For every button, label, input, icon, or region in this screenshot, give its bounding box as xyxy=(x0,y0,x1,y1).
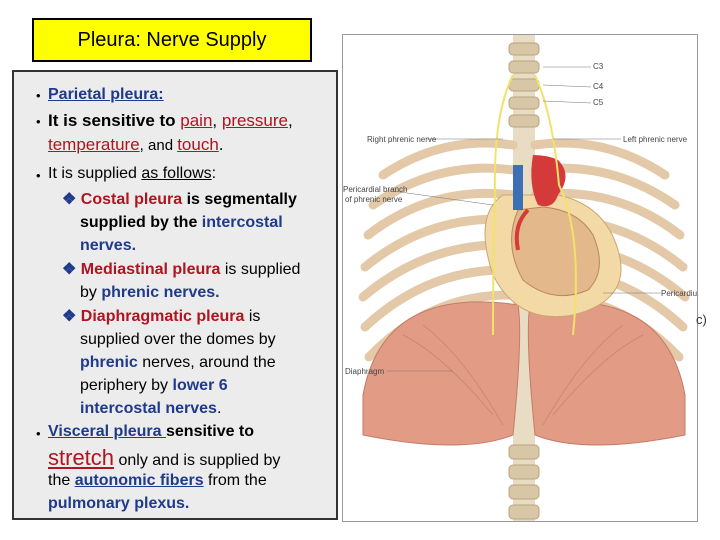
sensitive-prefix: It is sensitive to xyxy=(48,111,181,130)
colon: : xyxy=(211,165,217,182)
parietal-heading: Parietal pleura: xyxy=(48,84,164,106)
diaphragmatic-line-4: periphery by lower 6 xyxy=(80,375,228,397)
diaph-text: nerves, around the xyxy=(137,354,276,371)
diamond-bullet-icon: ❖ xyxy=(62,308,81,325)
sensitivity-line-1: It is sensitive to pain, pressure, xyxy=(48,110,293,132)
mediastinal-line-2: by phrenic nerves. xyxy=(80,282,220,304)
phrenic-nerves-word: phrenic nerves. xyxy=(101,284,220,301)
diaphragmatic-line-1: ❖ Diaphragmatic pleura is xyxy=(62,306,260,328)
diaph-text: periphery by xyxy=(80,377,173,394)
leader-lines xyxy=(387,66,661,372)
intercostal-nerves-word: intercostal nerves xyxy=(80,400,217,417)
figure-part-letter: c) xyxy=(696,312,707,327)
pressure-word: pressure xyxy=(221,111,288,130)
text-panel: • Parietal pleura: • It is sensitive to … xyxy=(12,70,338,520)
costal-line-1: ❖ Costal pleura is segmentally xyxy=(62,189,297,211)
slide-title: Pleura: Nerve Supply xyxy=(32,18,312,62)
visceral-line-4: pulmonary plexus. xyxy=(48,493,189,515)
diaphragmatic-line-5: intercostal nerves. xyxy=(80,398,221,420)
from-the-word: from the xyxy=(203,472,267,489)
supplied-prefix: It is supplied xyxy=(48,165,142,182)
sensitivity-line-2: temperature, and touch. xyxy=(48,134,224,157)
label-pericardial-branch: Pericardial branch xyxy=(343,185,408,194)
autonomic-fibers-word: autonomic fibers xyxy=(74,472,204,489)
nerves-word: nerves. xyxy=(80,237,137,254)
label-of-phrenic: of phrenic nerve xyxy=(345,195,403,204)
lower-6-word: lower 6 xyxy=(172,377,228,394)
diaph-text: supplied over the domes by xyxy=(80,331,276,348)
mediastinal-rest: is supplied xyxy=(220,261,301,278)
comma: , xyxy=(212,111,222,130)
pulmonary-plexus-word: pulmonary plexus. xyxy=(48,495,190,512)
label-left-phrenic: Left phrenic nerve xyxy=(623,135,688,144)
costal-label: Costal pleura xyxy=(80,191,183,208)
supplied-line: It is supplied as follows: xyxy=(48,163,216,185)
label-pericardium: Pericardium xyxy=(661,289,698,298)
diaphragmatic-line-3: phrenic nerves, around the xyxy=(80,352,276,374)
visceral-rest: sensitive to xyxy=(166,423,255,440)
costal-line2-text: supplied by the xyxy=(80,214,202,231)
bullet-icon: • xyxy=(36,426,41,441)
touch-word: touch xyxy=(177,135,219,154)
diaphragmatic-rest: is xyxy=(244,308,261,325)
mediastinal-label: Mediastinal pleura xyxy=(80,261,221,278)
bullet-icon: • xyxy=(36,114,41,129)
label-diaphragm: Diaphragm xyxy=(345,367,385,376)
period: . xyxy=(216,400,222,417)
period: . xyxy=(218,135,224,154)
and-text: , and xyxy=(139,137,178,154)
phrenic-word: phrenic xyxy=(80,354,138,371)
pain-word: pain xyxy=(180,111,213,130)
costal-line-2: supplied by the intercostal xyxy=(80,212,283,234)
costal-rest: is segmentally xyxy=(182,191,297,208)
as-follows: as follows xyxy=(141,165,212,182)
visceral-line-3: the autonomic fibers from the xyxy=(48,470,267,492)
thorax-drawing xyxy=(358,35,690,521)
intercostal-word: intercostal xyxy=(201,214,283,231)
visceral-rest2: only and is supplied by xyxy=(114,452,281,469)
heart xyxy=(484,155,622,318)
visceral-line-2: stretch only and is supplied by xyxy=(48,445,280,474)
label-c4: C4 xyxy=(593,82,604,91)
mediastinal-line-1: ❖ Mediastinal pleura is supplied xyxy=(62,259,300,281)
the-word: the xyxy=(48,472,75,489)
stretch-word: stretch xyxy=(48,445,115,470)
costal-line-3: nerves. xyxy=(80,235,136,257)
diamond-bullet-icon: ❖ xyxy=(62,261,81,278)
diaphragm xyxy=(362,301,686,446)
visceral-label: Visceral pleura xyxy=(48,423,166,440)
bullet-icon: • xyxy=(36,88,41,103)
label-right-phrenic: Right phrenic nerve xyxy=(367,135,437,144)
anatomy-illustration: C3 C4 C5 Right phrenic nerve Left phreni… xyxy=(342,34,698,522)
label-c5: C5 xyxy=(593,98,604,107)
comma: , xyxy=(288,111,293,130)
visceral-line-1: Visceral pleura sensitive to xyxy=(48,421,254,443)
diaphragmatic-label: Diaphragmatic pleura xyxy=(80,308,245,325)
by-word: by xyxy=(80,284,102,301)
diamond-bullet-icon: ❖ xyxy=(62,191,81,208)
parietal-heading-text: Parietal pleura: xyxy=(48,86,164,103)
spine xyxy=(508,35,540,521)
diaphragmatic-line-2: supplied over the domes by xyxy=(80,329,276,351)
bullet-icon: • xyxy=(36,168,41,183)
temperature-word: temperature xyxy=(48,135,140,154)
phrenic-nerves xyxy=(492,74,577,336)
label-c3: C3 xyxy=(593,62,604,71)
